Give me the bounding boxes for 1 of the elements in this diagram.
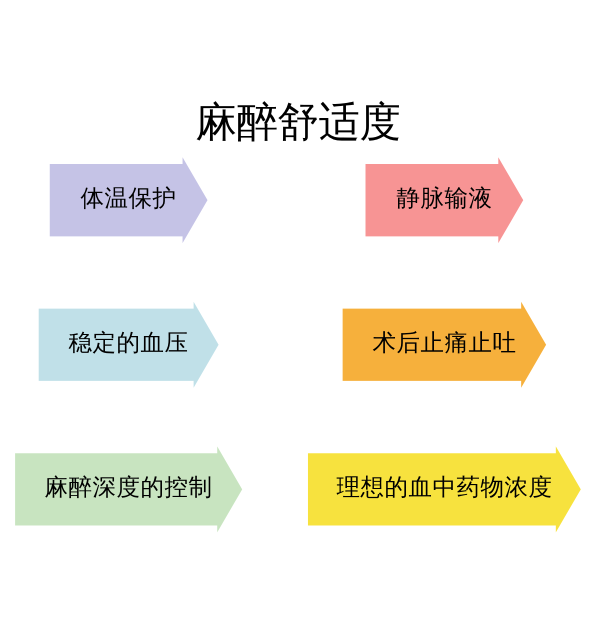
diagram-title: 麻醉舒适度 <box>196 98 400 146</box>
